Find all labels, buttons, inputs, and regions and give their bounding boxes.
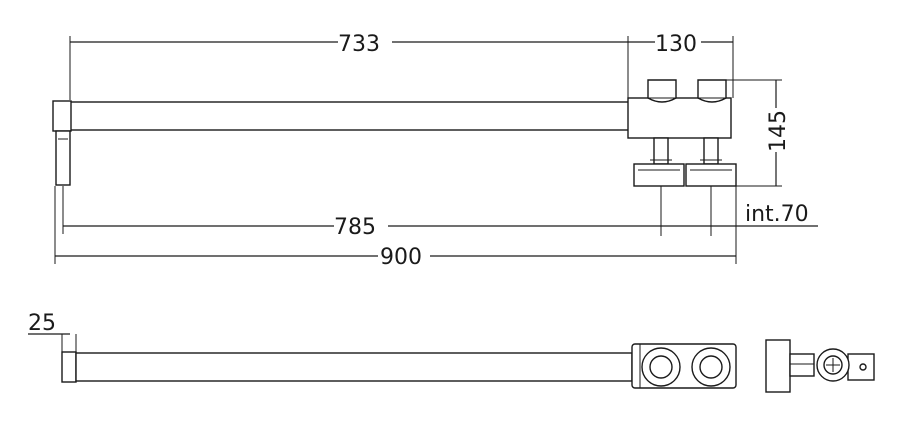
dimension-733: 733 [69,32,629,100]
bar [69,101,631,131]
top-lug-left [647,79,677,103]
top-lug-right [697,79,727,103]
side-view [765,339,875,393]
side-arm [789,353,815,377]
base-right [685,163,737,187]
side-plate [765,339,791,393]
interaxis-label: int.70 [745,202,809,227]
dim-785-label: 785 [334,215,376,240]
dimension-130: 130 [628,32,734,98]
dim-900-label: 900 [380,245,422,270]
dimension-interaxis: int.70 [660,186,818,236]
dimension-785: 785 [62,186,661,240]
plan-view: 25 [28,311,737,389]
dim-733-label: 733 [338,32,380,57]
bracket-body [627,97,732,139]
plan-bar [75,352,633,382]
plan-end-cap [61,351,77,383]
end-cap [52,100,72,132]
rosette-left-inner [649,355,673,379]
dim-25-label: 25 [28,311,56,336]
rosette-right-inner [699,355,723,379]
end-post [55,130,71,186]
dimension-25: 25 [28,311,77,352]
side-screw [859,363,867,371]
dim-130-label: 130 [655,32,697,57]
base-left [633,163,685,187]
dim-145-label: 145 [766,110,791,152]
dimension-900: 900 [54,186,737,270]
elevation-view: 733 130 [52,32,818,270]
dimension-145: 145 [726,79,791,187]
